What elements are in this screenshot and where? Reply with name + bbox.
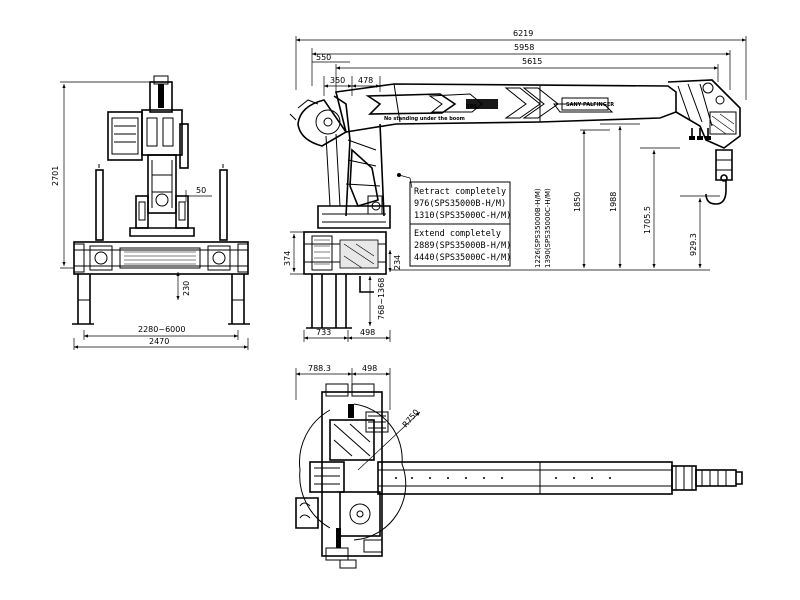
front-view: 2701 50 230 2280~6000 2470 [51, 75, 250, 350]
dim-5615: 5615 [522, 57, 542, 66]
stroke-legend: Retract completely 976(SPS35000B-H/M) 13… [397, 173, 511, 267]
boom: SPS SANY PALFINGER No standing under the… [335, 83, 677, 133]
side-base [303, 231, 387, 329]
dim-498-top: 498 [362, 364, 377, 373]
boom-warning-text: No standing under the boom [384, 116, 465, 122]
dim-550: 550 [316, 53, 331, 62]
dim-1988: 1988 [609, 192, 618, 212]
dim-stroke-b: 1226(SPS35000B-H/M) [534, 188, 542, 268]
dim-374: 374 [283, 251, 292, 266]
dim-2470: 2470 [149, 337, 169, 346]
boom-head [667, 79, 741, 205]
side-column [289, 95, 391, 229]
boom-brand-label: SANY PALFINGER [566, 102, 614, 108]
top-column [295, 383, 389, 569]
front-base [73, 241, 249, 275]
legend-retract-b: 976(SPS35000B-H/M) [414, 199, 506, 209]
legend-extend-b: 2889(SPS35000B-H/M) [414, 241, 511, 251]
dim-r750: R750 [401, 408, 421, 430]
dim-929-3: 929.3 [689, 233, 698, 256]
side-view: SPS SANY PALFINGER No standing under the… [283, 29, 747, 342]
slew-radius-arc-left [299, 409, 331, 529]
legend-extend-title: Extend completely [414, 229, 501, 239]
dim-6219: 6219 [513, 29, 533, 38]
front-column [107, 75, 195, 237]
top-view: 788.3 498 R750 [295, 364, 743, 569]
dim-230: 230 [182, 281, 191, 296]
legend-retract-c: 1310(SPS35000C-H/M) [414, 211, 511, 221]
dim-2701: 2701 [51, 166, 60, 186]
dim-1850: 1850 [573, 192, 582, 212]
dim-1705-5: 1705.5 [643, 206, 652, 234]
dim-5958: 5958 [514, 43, 534, 52]
dim-234: 234 [393, 255, 402, 270]
dim-733: 733 [316, 328, 331, 337]
front-dimensions: 2701 50 230 2280~6000 2470 [51, 81, 249, 350]
front-outriggers [72, 274, 250, 325]
dim-50: 50 [196, 186, 206, 195]
front-posts [95, 164, 228, 241]
legend-retract-title: Retract completely [414, 187, 506, 197]
dim-2280-6000: 2280~6000 [138, 325, 185, 334]
legend-extend-c: 4440(SPS35000C-H/M) [414, 253, 511, 263]
dim-788-3: 788.3 [308, 364, 331, 373]
dim-768-1368: 768~1368 [377, 278, 386, 320]
top-boom [377, 461, 743, 495]
side-dimensions: 6219 5958 5615 550 350 478 1850 1988 170… [283, 29, 747, 342]
dim-stroke-c: 1390(SPS35000C-H/M) [544, 188, 552, 268]
dim-498: 498 [360, 328, 375, 337]
dim-350: 350 [330, 76, 345, 85]
dim-478: 478 [358, 76, 373, 85]
